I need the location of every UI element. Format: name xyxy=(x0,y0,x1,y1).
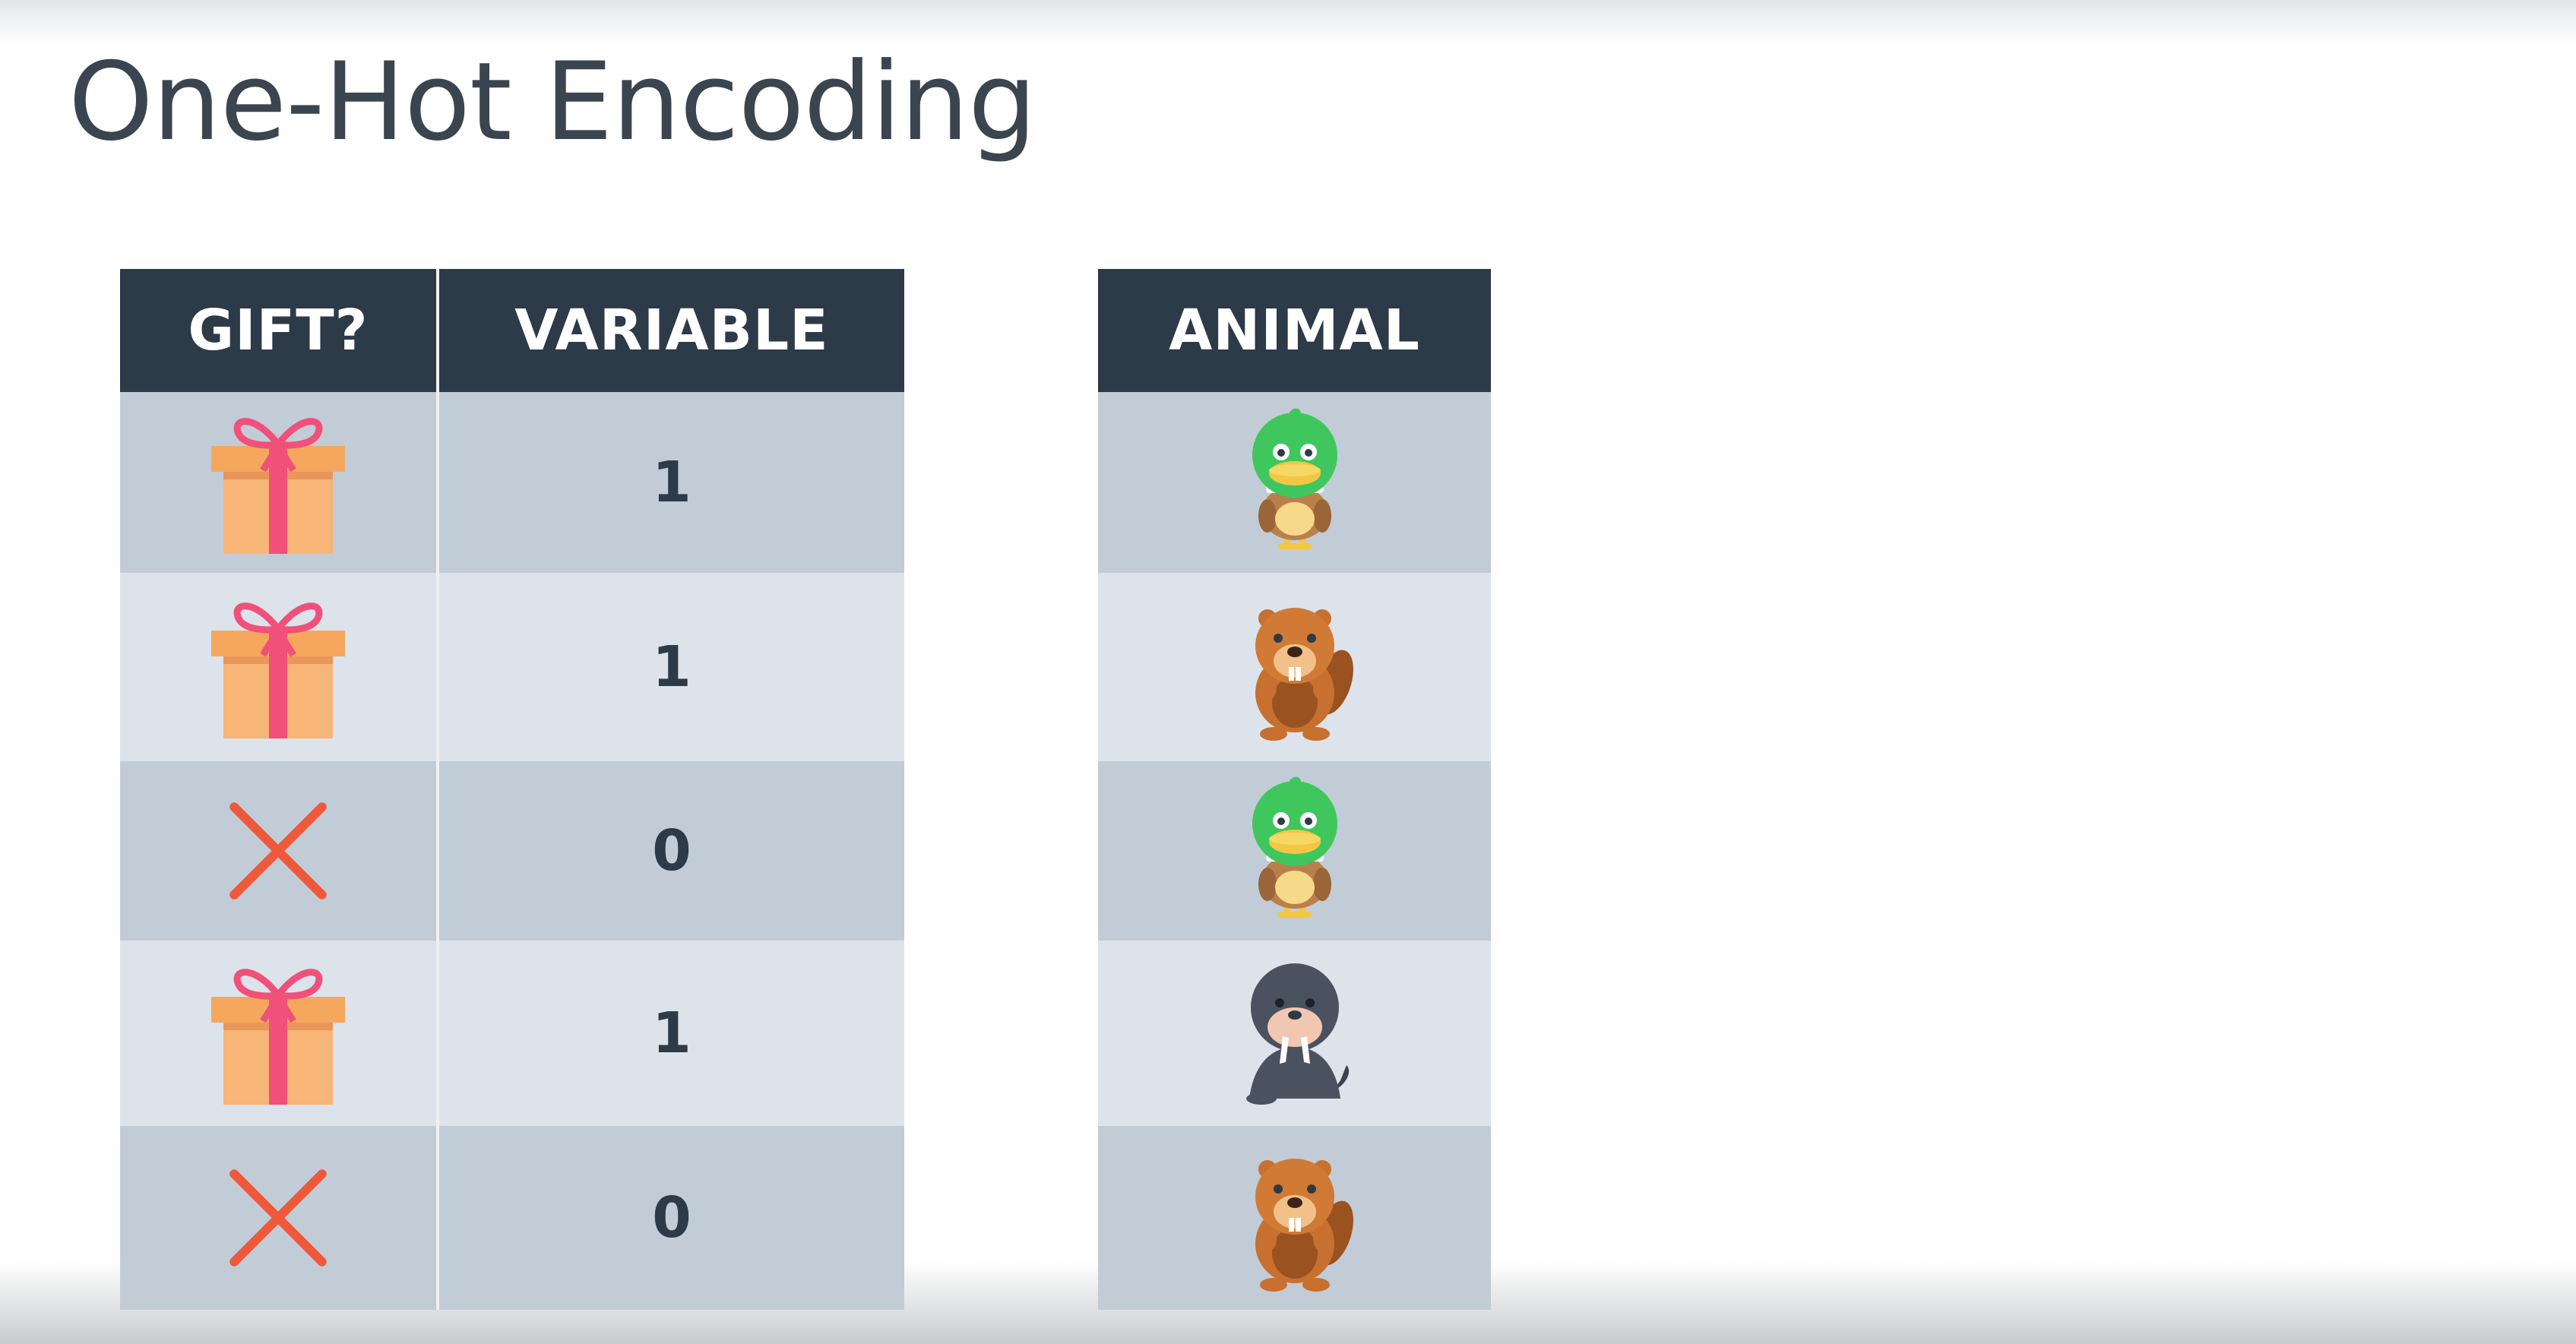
gift-icon xyxy=(202,591,354,743)
gift-icon xyxy=(202,406,354,558)
gift-cell xyxy=(120,941,438,1126)
gift-icon xyxy=(202,957,354,1109)
variable-cell: 0 xyxy=(436,761,904,941)
duck-icon xyxy=(1219,775,1371,927)
table-row xyxy=(1098,392,1491,573)
table-row: 1 xyxy=(120,392,904,573)
animal-cell xyxy=(1098,1126,1491,1310)
beaver-icon xyxy=(1219,591,1371,743)
table-row: 1 xyxy=(120,573,904,761)
gift-variable-table: GIFT? VARIABLE 1 1 0 1 0 xyxy=(120,269,904,1310)
animal-cell xyxy=(1098,761,1491,941)
table-row: 0 xyxy=(120,761,904,941)
slide-title: One-Hot Encoding xyxy=(68,40,1036,165)
animal-cell xyxy=(1098,941,1491,1126)
header-variable: VARIABLE xyxy=(436,269,904,392)
table-row xyxy=(1098,573,1491,761)
variable-cell: 1 xyxy=(436,573,904,761)
table-row xyxy=(1098,761,1491,941)
animal-cell xyxy=(1098,392,1491,573)
header-animal: ANIMAL xyxy=(1098,269,1491,392)
table-row xyxy=(1098,941,1491,1126)
beaver-icon xyxy=(1219,1142,1371,1294)
gift-cell xyxy=(120,573,438,761)
x-icon xyxy=(214,1153,343,1282)
variable-cell: 1 xyxy=(436,941,904,1126)
header-gift: GIFT? xyxy=(120,269,438,392)
variable-cell: 1 xyxy=(436,392,904,573)
duck-icon xyxy=(1219,406,1371,558)
animal-cell xyxy=(1098,573,1491,761)
gift-cell xyxy=(120,392,438,573)
table-row xyxy=(1098,1126,1491,1310)
walrus-icon xyxy=(1219,957,1371,1109)
gift-cell xyxy=(120,761,438,941)
table-row: 1 xyxy=(120,941,904,1126)
animal-table: ANIMAL xyxy=(1098,269,1491,1310)
variable-cell: 0 xyxy=(436,1126,904,1310)
x-icon xyxy=(214,786,343,916)
top-shade xyxy=(0,0,2576,46)
gift-cell xyxy=(120,1126,438,1310)
table-row: 0 xyxy=(120,1126,904,1310)
